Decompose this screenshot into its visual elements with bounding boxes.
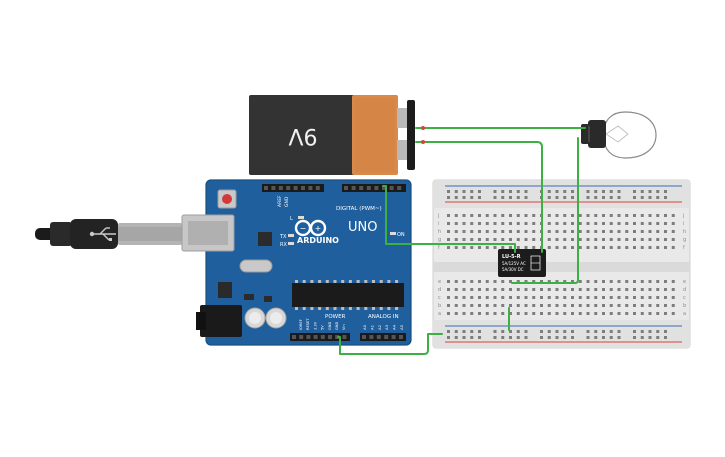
light-bulb[interactable]	[581, 111, 657, 159]
led-l	[298, 216, 304, 219]
capacitor-2	[265, 307, 287, 329]
led-tx	[288, 234, 294, 237]
arduino-uno-board[interactable]: − + ARDUINO UNO L TX RX ON AREF GND DIGI…	[181, 179, 412, 346]
wire-bulb-to-relay	[511, 137, 579, 284]
breadboard-row-letter: g	[438, 237, 441, 243]
relay-rating-dc: 5A/30V DC	[502, 267, 524, 272]
relay-model: LU-5-R	[502, 254, 521, 260]
analog-header-label: ANALOG IN	[368, 314, 399, 320]
light-bulb-base	[588, 120, 606, 148]
usb-cable	[35, 219, 182, 249]
wire-arduino-gnd-to-breadboard	[337, 333, 443, 355]
battery-label: 9V	[288, 123, 317, 148]
breadboard-row-letter: c	[438, 295, 441, 301]
breadboard-row-letter: j	[682, 213, 684, 219]
power-header-label: POWER	[325, 314, 346, 320]
wire-arduino-digital-to-relay	[382, 185, 516, 253]
breadboard-row-letter: d	[438, 287, 441, 293]
breadboard-row-letter: f	[438, 245, 440, 251]
breadboard-row-letter: h	[683, 229, 686, 235]
analog-pin-label: A5	[399, 324, 404, 330]
breadboard-holes	[447, 190, 675, 339]
dc-power-jack[interactable]	[200, 305, 242, 337]
power-pin-label: 5V	[321, 325, 325, 330]
atmega-chip	[292, 280, 404, 310]
svg-text:−: −	[300, 224, 307, 233]
breadboard-row-letter: h	[438, 229, 441, 235]
breadboard-row-letter: g	[683, 237, 686, 243]
crystal-oscillator	[239, 259, 273, 273]
power-pin-label: IOREF	[299, 319, 303, 330]
wire-battery-negative-to-relay	[415, 141, 543, 253]
capacitor-1	[244, 307, 266, 329]
analog-pin-header[interactable]	[360, 333, 406, 341]
analog-pin-label: A2	[377, 324, 382, 330]
led-on	[390, 232, 396, 235]
digital-pin-header[interactable]	[262, 184, 406, 192]
breadboard-row-letter: c	[683, 295, 686, 301]
battery-negative-terminal[interactable]	[397, 140, 407, 160]
led-tx-label: TX	[279, 234, 287, 240]
relay-coil-symbol	[530, 255, 541, 271]
analog-pin-label: A4	[392, 324, 397, 330]
power-pin-label: GND	[328, 322, 332, 330]
gnd-label: GND	[284, 196, 290, 207]
wire-endpoints	[421, 126, 425, 144]
breadboard-row-letter: b	[438, 303, 441, 309]
led-rx-label: RX	[280, 242, 287, 248]
breadboard-row-letter: a	[438, 311, 441, 317]
breadboard-row-letter: b	[683, 303, 686, 309]
arduino-brand-label: ARDUINO	[297, 236, 339, 245]
power-pin-label: Vin	[342, 324, 346, 330]
power-pin-label: 3.3V	[313, 321, 317, 330]
svg-text:+: +	[315, 224, 322, 233]
usb-icon	[89, 227, 116, 241]
breadboard-row-letter: i	[683, 221, 684, 227]
breadboard-row-letter: e	[438, 279, 441, 285]
power-pin-label: RESET	[306, 318, 310, 330]
led-l-label: L	[290, 216, 293, 222]
breadboard-row-letter: a	[683, 311, 686, 317]
aref-label: AREF	[277, 195, 283, 207]
relay-rating-ac: 5A/125V AC	[502, 261, 526, 266]
power-pin-label: GND	[335, 322, 339, 330]
analog-pin-label: A1	[369, 324, 374, 330]
wires[interactable]	[337, 127, 586, 355]
analog-pin-label: A3	[384, 324, 389, 330]
battery-snap-connector	[407, 100, 415, 170]
arduino-logo: − +	[294, 219, 327, 237]
arduino-model-label: UNO	[348, 220, 377, 235]
reset-button[interactable]	[217, 189, 237, 209]
breadboard-row-letter: e	[683, 279, 686, 285]
analog-pin-label: A0	[362, 324, 367, 330]
breadboard-row-letter: f	[683, 245, 685, 251]
led-rx	[288, 242, 294, 245]
battery-9v[interactable]: 9V	[249, 95, 415, 175]
relay[interactable]: LU-5-R 5A/125V AC 5A/30V DC	[498, 249, 546, 277]
breadboard-row-letter: d	[683, 287, 686, 293]
battery-positive-terminal[interactable]	[397, 108, 407, 128]
breadboard-row-letter: j	[437, 213, 439, 219]
digital-header-label: DIGITAL (PWM~)	[336, 206, 382, 212]
breadboard-row-letter: i	[438, 221, 439, 227]
on-label: ON	[397, 232, 405, 238]
